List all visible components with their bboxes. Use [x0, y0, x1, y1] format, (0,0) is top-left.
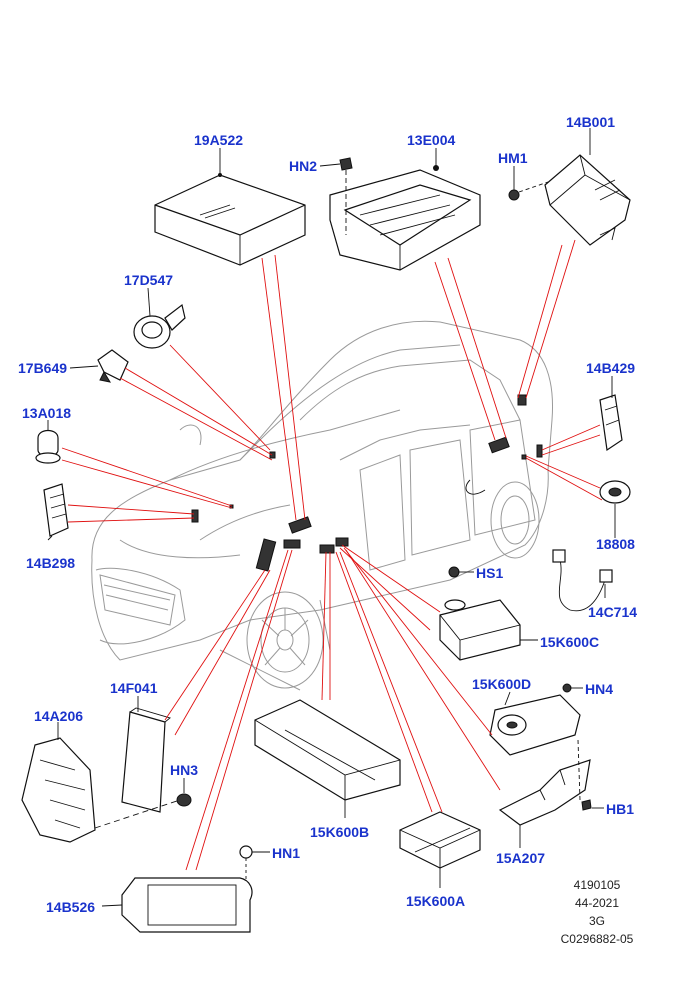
part-HN2 — [339, 157, 353, 235]
leader-lines — [61, 239, 603, 871]
callout-HS1: HS1 — [476, 565, 504, 581]
part-13A018 — [35, 429, 61, 464]
callout-HM1: HM1 — [498, 150, 528, 166]
part-HN3 — [176, 793, 192, 807]
callout-15A207: 15A207 — [496, 850, 546, 866]
callout-14B001: 14B001 — [566, 114, 616, 130]
reference-line-3: 3G — [588, 914, 605, 928]
part-HS1 — [448, 566, 460, 578]
callout-19A522: 19A522 — [194, 132, 244, 148]
part-HB1 — [581, 799, 592, 811]
part-13E004 — [329, 165, 481, 271]
reference-line-2: 44-2021 — [574, 896, 620, 910]
callout-13A018: 13A018 — [22, 405, 72, 421]
callout-14B526: 14B526 — [46, 899, 96, 915]
part-14C714 — [552, 549, 613, 612]
part-15K600B — [254, 699, 401, 801]
part-14B429 — [599, 394, 623, 452]
part-15K600A — [399, 811, 481, 869]
callout-HN4: HN4 — [585, 681, 614, 697]
part-15K600D — [489, 694, 581, 756]
callout-13E004: 13E004 — [407, 132, 456, 148]
part-14B001 — [544, 154, 631, 246]
callout-HN1: HN1 — [272, 845, 301, 861]
callout-15K600D: 15K600D — [472, 676, 532, 692]
callout-14F041: 14F041 — [110, 680, 158, 696]
part-14F041 — [121, 707, 171, 813]
callout-ticks — [47, 128, 616, 907]
reference-line-1: 4190105 — [573, 878, 621, 892]
reference-line-4: C0296882-05 — [560, 932, 634, 946]
part-14B298 — [43, 483, 69, 537]
part-19A522 — [154, 173, 306, 266]
callout-17D547: 17D547 — [124, 272, 174, 288]
callout-15K600C: 15K600C — [540, 634, 600, 650]
part-17D547 — [133, 303, 186, 349]
on-car-markers — [191, 394, 543, 572]
callout-14C714: 14C714 — [588, 604, 638, 620]
part-17B649 — [97, 349, 129, 383]
callout-14A206: 14A206 — [34, 708, 84, 724]
callout-HN3: HN3 — [170, 762, 199, 778]
part-15A207 — [498, 739, 591, 826]
part-15K600C — [439, 599, 521, 661]
callout-14B298: 14B298 — [26, 555, 76, 571]
callout-14B429: 14B429 — [586, 360, 636, 376]
callout-15K600A: 15K600A — [406, 893, 466, 909]
part-14B526 — [121, 877, 253, 933]
reference-block: 4190105 44-2021 3G C0296882-05 — [542, 876, 652, 948]
callout-15K600B: 15K600B — [310, 824, 370, 840]
part-HN4 — [562, 683, 572, 693]
callout-17B649: 17B649 — [18, 360, 68, 376]
part-HM1 — [508, 181, 549, 201]
callout-HB1: HB1 — [606, 801, 635, 817]
callout-HN2: HN2 — [289, 158, 318, 174]
callout-18808: 18808 — [596, 536, 635, 552]
part-14A206 — [21, 737, 181, 843]
vehicle-outline — [91, 320, 554, 691]
part-18808 — [599, 480, 631, 504]
part-HN1 — [239, 845, 253, 880]
